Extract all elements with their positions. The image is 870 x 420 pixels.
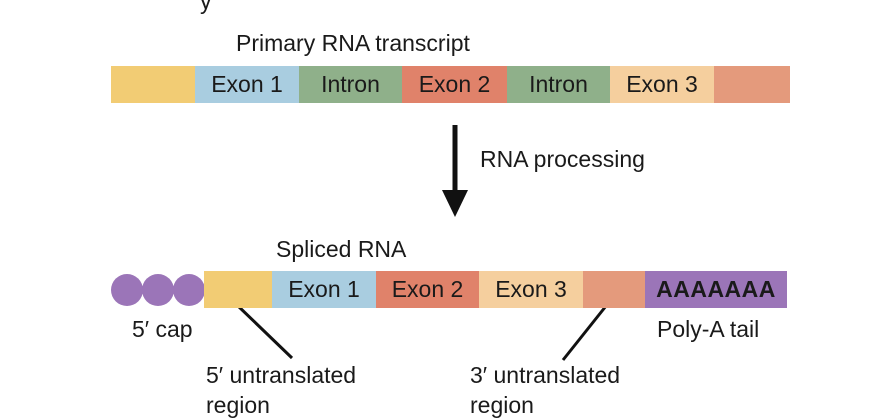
utr5-line1: 5′ untranslated	[206, 362, 357, 388]
spliced-3-utr-segment	[583, 271, 645, 308]
utr3-pointer-line	[561, 305, 608, 361]
five-prime-utr-label: 5′ untranslated region	[206, 360, 356, 420]
utr3-line1: 3′ untranslated	[470, 362, 621, 388]
spliced-exon-3-segment: Exon 3	[479, 271, 583, 308]
primary-5-utr-segment	[111, 66, 195, 103]
utr5-line2: region	[206, 392, 270, 418]
primary-3-utr-segment	[714, 66, 790, 103]
spliced-exon-1-segment: Exon 1	[272, 271, 376, 308]
primary-exon-1-segment: Exon 1	[195, 66, 299, 103]
primary-intron-1-segment: Intron	[299, 66, 402, 103]
arrow-head	[442, 190, 468, 217]
rna-processing-label: RNA processing	[480, 146, 645, 172]
five-prime-cap-label: 5′ cap	[132, 316, 193, 342]
utr3-line2: region	[470, 392, 534, 418]
utr5-pointer-line	[235, 303, 294, 360]
cap-circle	[111, 274, 143, 306]
poly-a-tail-label: Poly-A tail	[657, 316, 760, 342]
cap-circle	[142, 274, 174, 306]
spliced-exon-2-segment: Exon 2	[376, 271, 479, 308]
spliced-5-utr-segment	[204, 271, 272, 308]
three-prime-utr-label: 3′ untranslated region	[470, 360, 620, 420]
poly-a-tail-segment: AAAAAAA	[645, 271, 787, 308]
primary-exon-2-segment: Exon 2	[402, 66, 507, 103]
cropped-title-fragment: y	[200, 0, 212, 14]
cap-circle	[173, 274, 205, 306]
primary-intron-2-segment: Intron	[507, 66, 610, 103]
spliced-rna-title: Spliced RNA	[276, 236, 407, 262]
primary-exon-3-segment: Exon 3	[610, 66, 714, 103]
primary-transcript-title: Primary RNA transcript	[236, 30, 470, 56]
